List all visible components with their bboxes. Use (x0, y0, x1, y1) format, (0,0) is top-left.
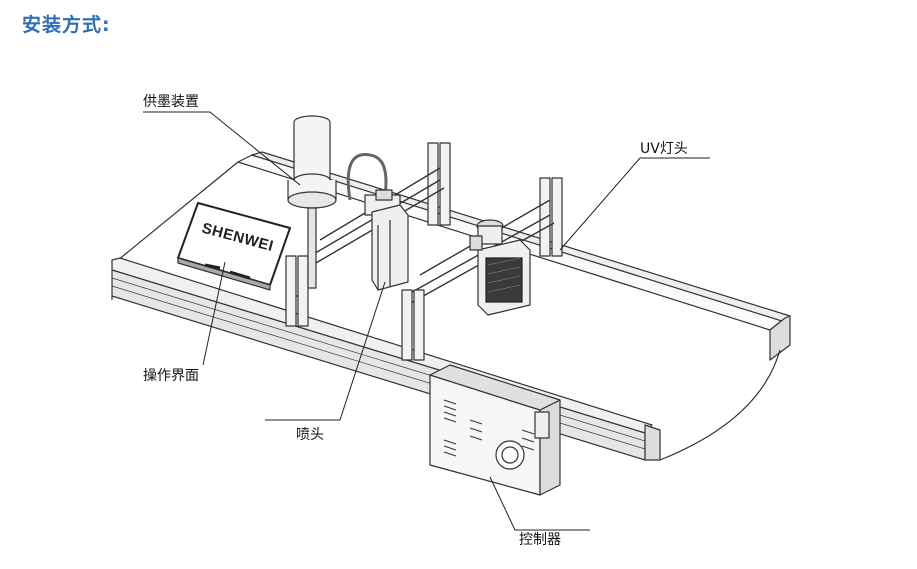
controller-box (429, 364, 561, 496)
rail-end (644, 424, 661, 461)
belt-rear-edge (111, 161, 239, 266)
label-uv-lamp: UV灯头 (640, 141, 688, 157)
front-support-posts (285, 255, 425, 361)
uv-lamp-unit (469, 219, 531, 316)
operator-tablet (177, 202, 291, 291)
ink-tube (346, 153, 388, 201)
ink-supply-unit (287, 115, 337, 289)
print-head-unit (364, 189, 409, 291)
label-ink-supply: 供墨装置 (143, 94, 199, 110)
label-print-head: 喷头 (296, 427, 324, 443)
label-controller: 控制器 (519, 532, 561, 548)
label-interface: 操作界面 (143, 368, 199, 384)
page-title: 安装方式: (22, 14, 111, 36)
leader-lines (143, 111, 710, 531)
